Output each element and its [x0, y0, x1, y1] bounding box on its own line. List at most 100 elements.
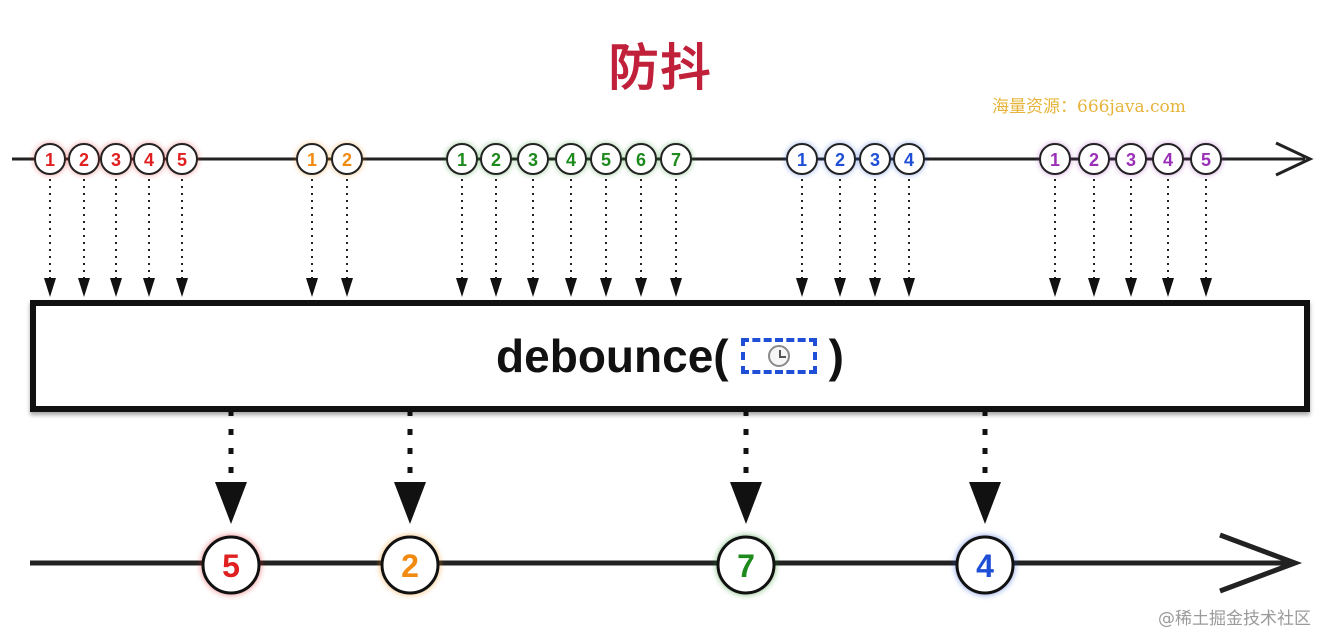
input-marble: 6: [625, 143, 657, 175]
arrow-down-icon: [143, 278, 155, 297]
input-arrow: [1088, 179, 1100, 297]
input-arrow: [490, 179, 502, 297]
arrow-down-icon: [869, 278, 881, 297]
arrow-down-icon: [730, 482, 762, 524]
operator-name: debounce(: [496, 330, 729, 382]
input-arrow: [143, 179, 155, 297]
arrow-down-icon: [670, 278, 682, 297]
input-marble: 2: [68, 143, 100, 175]
input-arrow: [565, 179, 577, 297]
arrow-down-icon: [44, 278, 56, 297]
arrow-down-icon: [394, 482, 426, 524]
marble-label: 3: [111, 150, 121, 170]
output-marble: 4: [955, 535, 1015, 595]
arrow-down-icon: [215, 482, 247, 524]
arrow-down-icon: [490, 278, 502, 297]
input-arrow: [670, 179, 682, 297]
output-arrow: [730, 410, 762, 524]
input-marble: 1: [1039, 143, 1071, 175]
input-marble: 3: [517, 143, 549, 175]
marble-label: 4: [976, 548, 994, 584]
input-marble: 2: [331, 143, 363, 175]
marble-label: 1: [797, 150, 807, 170]
input-arrow: [456, 179, 468, 297]
input-marble: 7: [660, 143, 692, 175]
arrow-down-icon: [635, 278, 647, 297]
input-marble: 2: [824, 143, 856, 175]
input-marble: 3: [100, 143, 132, 175]
output-arrow: [215, 410, 247, 524]
page-title: 防抖: [608, 39, 713, 97]
marble-label: 5: [222, 548, 240, 584]
debounce-operator-box: debounce( ): [30, 300, 1310, 412]
marble-label: 1: [1050, 150, 1060, 170]
arrow-down-icon: [110, 278, 122, 297]
marble-label: 4: [566, 150, 576, 170]
output-arrows: [215, 410, 1001, 524]
credit-text: @稀土掘金技术社区: [1158, 609, 1311, 629]
operator-label: debounce( ): [36, 306, 1304, 406]
input-arrow: [600, 179, 612, 297]
input-marble: 4: [893, 143, 925, 175]
input-marble: 4: [555, 143, 587, 175]
arrow-down-icon: [1049, 278, 1061, 297]
marble-label: 7: [737, 548, 755, 584]
output-marble: 7: [716, 535, 776, 595]
output-marble: 5: [201, 535, 261, 595]
input-arrow: [635, 179, 647, 297]
marble-label: 5: [601, 150, 611, 170]
input-arrow: [527, 179, 539, 297]
marble-label: 1: [307, 150, 317, 170]
marble-label: 4: [144, 150, 154, 170]
marble-label: 2: [491, 150, 501, 170]
input-arrow: [176, 179, 188, 297]
marble-label: 4: [1163, 150, 1173, 170]
input-arrow: [834, 179, 846, 297]
arrow-down-icon: [176, 278, 188, 297]
input-arrow: [1049, 179, 1061, 297]
input-arrow: [796, 179, 808, 297]
input-arrow: [341, 179, 353, 297]
output-arrow: [969, 410, 1001, 524]
marble-label: 2: [835, 150, 845, 170]
arrow-down-icon: [341, 278, 353, 297]
input-marble: 1: [446, 143, 478, 175]
marble-label: 5: [177, 150, 187, 170]
arrow-down-icon: [600, 278, 612, 297]
marble-label: 2: [342, 150, 352, 170]
timeline-arrowhead-icon: [1219, 532, 1303, 594]
arrow-down-icon: [78, 278, 90, 297]
input-arrow: [78, 179, 90, 297]
output-arrow: [394, 410, 426, 524]
arrow-down-icon: [527, 278, 539, 297]
input-marble: 4: [133, 143, 165, 175]
marble-label: 1: [45, 150, 55, 170]
marble-label: 2: [1089, 150, 1099, 170]
arrow-down-icon: [969, 482, 1001, 524]
arrow-down-icon: [1088, 278, 1100, 297]
marble-label: 7: [671, 150, 681, 170]
arrow-down-icon: [456, 278, 468, 297]
input-marble: 3: [859, 143, 891, 175]
timer-box: [740, 338, 817, 374]
arrow-down-icon: [565, 278, 577, 297]
marble-label: 4: [904, 150, 914, 170]
input-marble: 2: [1078, 143, 1110, 175]
input-arrow: [1200, 179, 1212, 297]
operator-close: ): [828, 330, 844, 382]
output-marble: 2: [380, 535, 440, 595]
input-arrow: [1162, 179, 1174, 297]
marble-label: 3: [528, 150, 538, 170]
input-arrow: [306, 179, 318, 297]
arrow-down-icon: [1125, 278, 1137, 297]
arrow-down-icon: [306, 278, 318, 297]
input-marble: 5: [1190, 143, 1222, 175]
input-marble: 2: [480, 143, 512, 175]
marble-label: 5: [1201, 150, 1211, 170]
input-marble: 5: [590, 143, 622, 175]
output-marbles: 5 2 7 4: [201, 535, 1015, 595]
input-arrow: [44, 179, 56, 297]
marble-label: 3: [870, 150, 880, 170]
